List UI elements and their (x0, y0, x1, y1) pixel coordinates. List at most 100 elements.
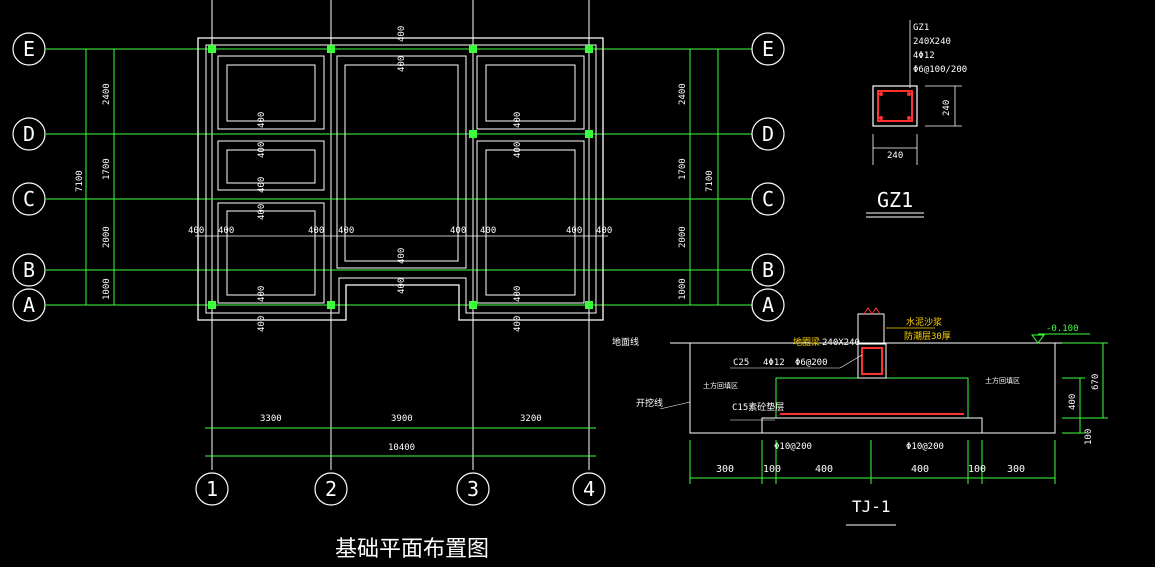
svg-text:400: 400 (257, 316, 267, 332)
svg-text:C15素砼垫层: C15素砼垫层 (732, 401, 784, 413)
ring-beam-label: 地圈梁 (793, 336, 820, 348)
column-section (872, 85, 918, 127)
column-width-dim: 240 (887, 151, 903, 161)
svg-text:Φ10@200: Φ10@200 (774, 442, 812, 452)
svg-text:400: 400 (218, 226, 234, 236)
svg-text:Φ10@200: Φ10@200 (906, 442, 944, 452)
axis-bubbles (12, 32, 785, 506)
svg-text:400: 400 (513, 142, 523, 158)
svg-text:670: 670 (1091, 374, 1101, 390)
svg-text:400: 400 (308, 226, 324, 236)
svg-text:400: 400 (257, 204, 267, 220)
svg-text:土方回填区: 土方回填区 (985, 376, 1020, 385)
ground-line-label: 地面线 (612, 336, 639, 348)
svg-text:GZ1: GZ1 (913, 23, 929, 33)
svg-text:300: 300 (716, 464, 734, 475)
svg-text:240X240: 240X240 (913, 37, 951, 47)
bottom-dimension-text: 3300 3900 3200 10400 (260, 414, 542, 453)
svg-text:土方回填区: 土方回填区 (703, 381, 738, 390)
svg-text:2400: 2400 (678, 83, 688, 105)
axis-label-b-left: B (23, 258, 35, 282)
svg-text:400: 400 (815, 464, 833, 475)
svg-text:Φ6@100/200: Φ6@100/200 (913, 65, 967, 75)
axis-label-c-left: C (23, 187, 35, 211)
svg-text:1700: 1700 (678, 158, 688, 180)
plan-title: 基础平面布置图 (335, 537, 489, 562)
svg-text:4Φ12: 4Φ12 (763, 358, 785, 368)
svg-text:400: 400 (397, 248, 407, 264)
footing-body (775, 377, 969, 419)
svg-text:1000: 1000 (678, 278, 688, 300)
axis-label-d-left: D (23, 122, 35, 146)
axis-label-1: 1 (206, 477, 218, 501)
column-header-text: GZ1 240X240 4Φ12 Φ6@100/200 (913, 23, 967, 75)
ring-beam (857, 343, 887, 379)
svg-text:400: 400 (257, 286, 267, 302)
svg-text:7100: 7100 (75, 170, 85, 192)
svg-text:300: 300 (1007, 464, 1025, 475)
svg-text:400: 400 (450, 226, 466, 236)
svg-text:2400: 2400 (102, 83, 112, 105)
svg-text:水泥沙浆: 水泥沙浆 (906, 316, 942, 328)
svg-text:100: 100 (1084, 429, 1094, 445)
left-dimension-lines (85, 49, 722, 305)
axis-label-e-right: E (762, 37, 774, 61)
column-markers (208, 45, 593, 309)
column-detail: GZ1 240X240 4Φ12 Φ6@100/200 240 240 GZ1 (866, 20, 967, 218)
left-dimension-text: 7100 2400 1700 2000 1000 (75, 83, 112, 300)
svg-text:2000: 2000 (102, 226, 112, 248)
axis-label-b-right: B (762, 258, 774, 282)
axis-label-e-left: E (23, 37, 35, 61)
svg-text:10400: 10400 (388, 443, 415, 453)
svg-text:400: 400 (480, 226, 496, 236)
svg-text:400: 400 (397, 278, 407, 294)
axis-label-c-right: C (762, 187, 774, 211)
svg-text:3300: 3300 (260, 414, 282, 424)
svg-text:400: 400 (257, 112, 267, 128)
svg-text:1000: 1000 (102, 278, 112, 300)
svg-text:400: 400 (188, 226, 204, 236)
foundation-outline (197, 37, 604, 321)
svg-text:C25: C25 (733, 358, 749, 368)
svg-text:400: 400 (397, 26, 407, 42)
axis-label-4: 4 (583, 477, 595, 501)
foundation-plan: 400 400 400 400 400 400 400 400 400 400 … (12, 0, 785, 562)
svg-text:400: 400 (566, 226, 582, 236)
svg-text:400: 400 (513, 286, 523, 302)
svg-text:400: 400 (513, 112, 523, 128)
svg-text:400: 400 (257, 177, 267, 193)
svg-text:3200: 3200 (520, 414, 542, 424)
right-dimension-text: 7100 2400 1700 2000 1000 (678, 83, 715, 300)
svg-text:4Φ12: 4Φ12 (913, 51, 935, 61)
beam-width-labels: 400 400 400 400 400 400 400 400 400 400 … (188, 26, 612, 332)
axis-label-3: 3 (467, 477, 479, 501)
svg-text:400: 400 (911, 464, 929, 475)
axis-labels: E D C B A E D C B A 1 2 3 4 (23, 37, 774, 501)
svg-text:240X240: 240X240 (822, 338, 860, 348)
svg-text:100: 100 (763, 464, 781, 475)
axis-label-2: 2 (325, 477, 337, 501)
svg-text:3900: 3900 (391, 414, 413, 424)
vertical-axis-lines (211, 0, 590, 470)
foundation-panels (217, 55, 585, 304)
svg-text:1700: 1700 (102, 158, 112, 180)
axis-label-d-right: D (762, 122, 774, 146)
axis-label-a-left: A (23, 293, 35, 317)
level-label: -0.100 (1046, 324, 1079, 334)
svg-text:400: 400 (397, 56, 407, 72)
svg-text:2000: 2000 (678, 226, 688, 248)
svg-text:7100: 7100 (705, 170, 715, 192)
svg-text:400: 400 (338, 226, 354, 236)
svg-text:Φ6@200: Φ6@200 (795, 358, 828, 368)
svg-text:防潮层30厚: 防潮层30厚 (904, 330, 951, 342)
footing-section: 地面线 -0.100 水泥沙浆 防潮层30厚 地圈梁 240X240 4Φ12 … (612, 307, 1108, 526)
section-title: TJ-1 (852, 497, 891, 516)
horizontal-axis-lines (46, 48, 752, 306)
svg-text:100: 100 (968, 464, 986, 475)
bottom-dimension-lines (205, 427, 596, 457)
svg-text:400: 400 (596, 226, 612, 236)
svg-text:开挖线: 开挖线 (636, 397, 663, 409)
svg-text:400: 400 (513, 316, 523, 332)
axis-label-a-right: A (762, 293, 774, 317)
